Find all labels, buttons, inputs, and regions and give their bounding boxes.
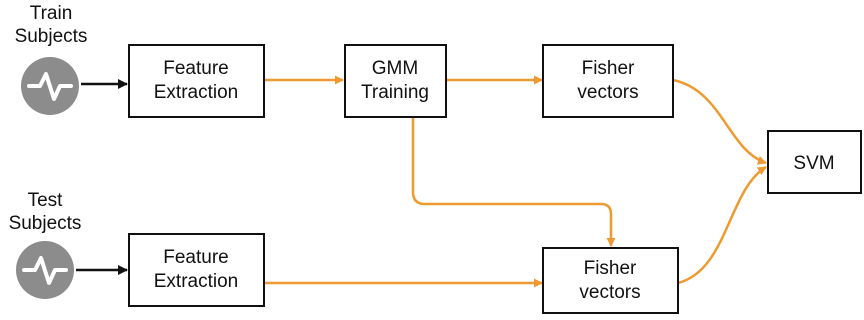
fisher-vectors-train-node: Fisher vectors bbox=[542, 44, 674, 118]
test-subjects-label-line1: Test bbox=[28, 190, 64, 211]
feature-extraction-test-line1: Feature bbox=[163, 247, 228, 268]
feature-extraction-train-line1: Feature bbox=[163, 58, 228, 79]
feature-extraction-train-line2: Extraction bbox=[154, 82, 238, 103]
gmm-training-line1: GMM bbox=[372, 58, 418, 79]
feature-extraction-test-line2: Extraction bbox=[154, 271, 238, 292]
fisher-vectors-train-line2: vectors bbox=[577, 82, 638, 103]
feature-extraction-test-node: Feature Extraction bbox=[128, 233, 265, 307]
train-signal-waveform-icon bbox=[21, 57, 79, 115]
gmm-training-node: GMM Training bbox=[344, 44, 447, 118]
edge-gmm-to-fisher-test bbox=[411, 118, 616, 247]
fisher-vectors-train-line1: Fisher bbox=[582, 58, 635, 79]
train-subjects-label-line2: Subjects bbox=[15, 26, 88, 47]
gmm-training-line2: Training bbox=[361, 82, 429, 103]
test-subjects-label-line2: Subjects bbox=[9, 213, 82, 234]
test-signal-waveform-icon bbox=[16, 241, 74, 299]
edge-fisher-test-to-svm bbox=[677, 165, 767, 285]
svm-label: SVM bbox=[793, 153, 834, 174]
fisher-vectors-test-line1: Fisher bbox=[584, 258, 637, 279]
edge-fisher-train-to-svm bbox=[672, 78, 767, 165]
fisher-vectors-test-node: Fisher vectors bbox=[542, 247, 679, 314]
fisher-vectors-test-line2: vectors bbox=[579, 282, 640, 303]
feature-extraction-train-node: Feature Extraction bbox=[128, 44, 265, 118]
svm-node: SVM bbox=[767, 130, 862, 194]
train-subjects-label-line1: Train bbox=[30, 3, 73, 24]
